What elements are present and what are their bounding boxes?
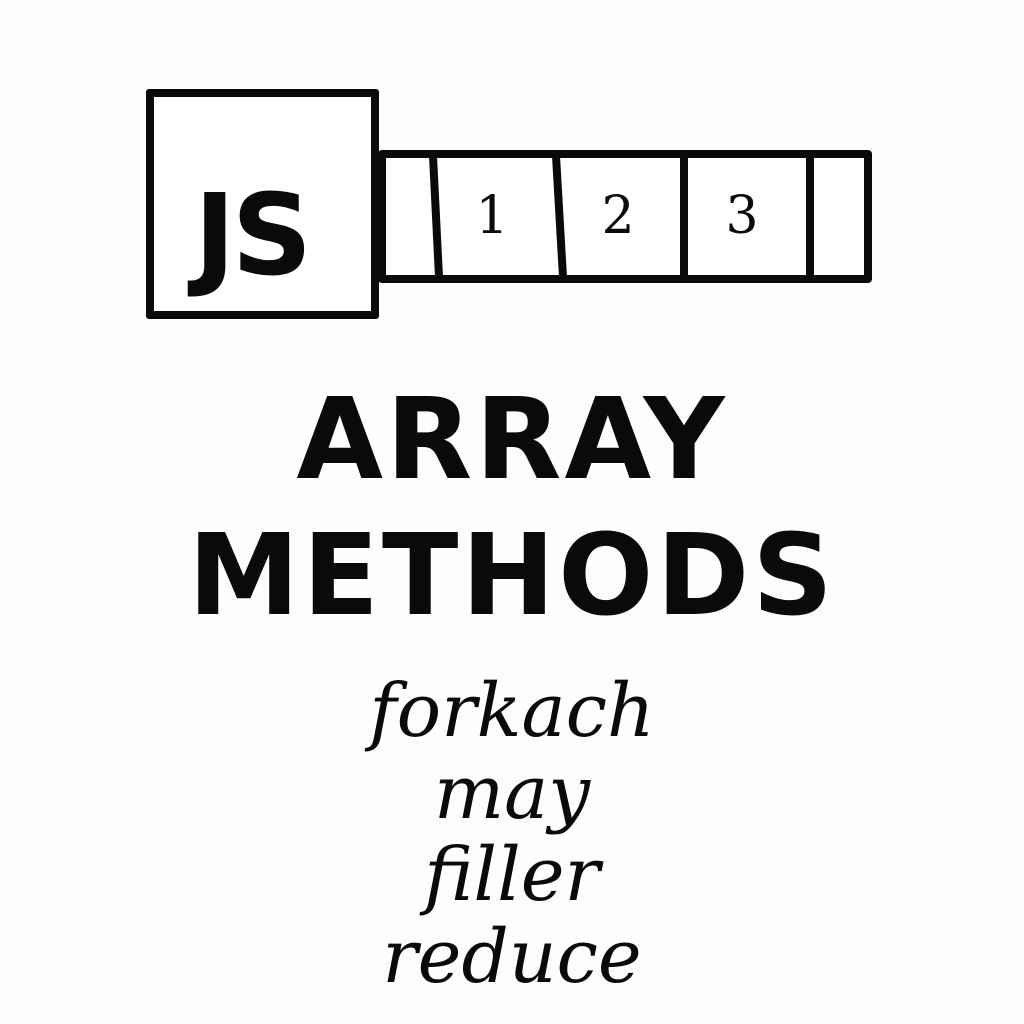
method-item: may — [433, 750, 591, 836]
array-cell-label: 3 — [725, 186, 759, 246]
array-cell-divider — [429, 155, 443, 278]
array-cell-label: 1 — [475, 186, 509, 246]
title-line-methods: METHODS — [188, 511, 836, 641]
method-item: filler — [424, 832, 600, 918]
method-item: reduce — [382, 914, 642, 1000]
js-logo-box — [146, 89, 379, 319]
js-logo-text: JS — [194, 171, 312, 301]
array-strip-icon — [378, 150, 872, 283]
method-list: forkach may filler reduce — [0, 670, 1024, 998]
method-item: forkach — [369, 668, 655, 754]
array-cell-label: 2 — [601, 186, 635, 246]
js-array-logo: JS 1 2 3 — [0, 0, 1024, 340]
array-cell-divider — [552, 155, 567, 278]
title-line-array: ARRAY — [296, 375, 728, 505]
